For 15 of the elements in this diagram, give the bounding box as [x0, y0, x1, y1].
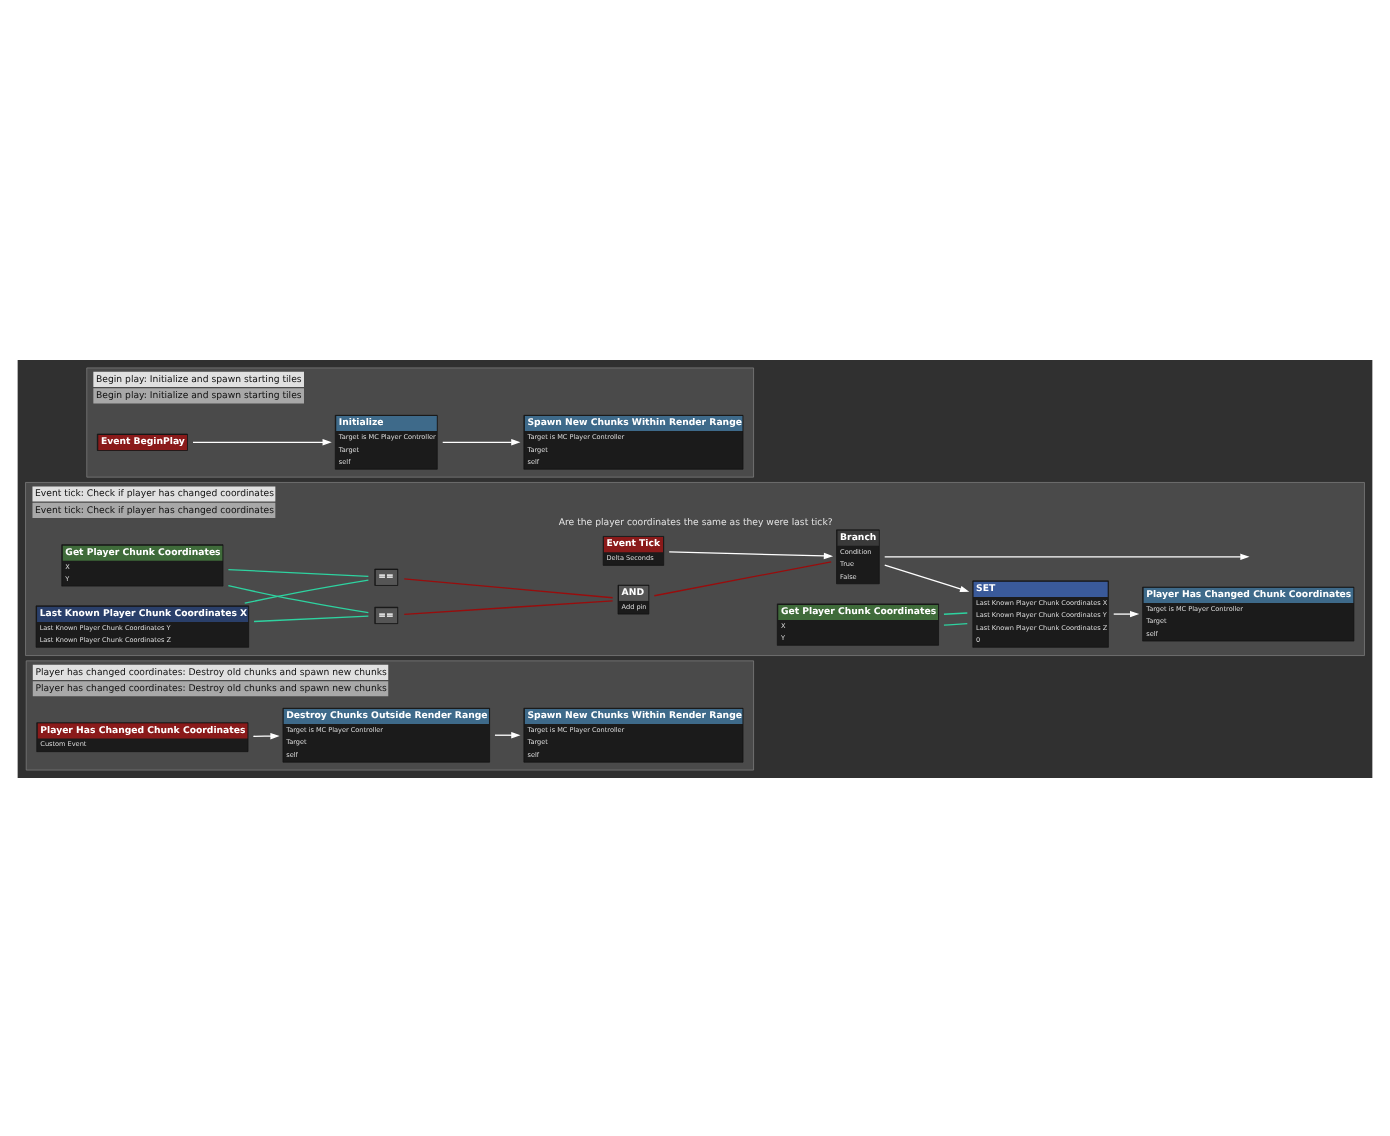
arrow — [192, 438, 332, 445]
arrow — [884, 563, 970, 592]
connector — [227, 567, 370, 577]
connector — [403, 577, 614, 598]
arrow — [442, 438, 521, 445]
connector — [403, 599, 614, 614]
connector — [253, 614, 370, 622]
arrow — [668, 550, 834, 559]
arrow — [1113, 609, 1140, 617]
connector — [244, 578, 370, 603]
arrow — [884, 552, 1250, 560]
connector — [653, 560, 832, 596]
connector — [227, 584, 370, 613]
connector — [943, 622, 968, 625]
connector — [943, 611, 968, 614]
